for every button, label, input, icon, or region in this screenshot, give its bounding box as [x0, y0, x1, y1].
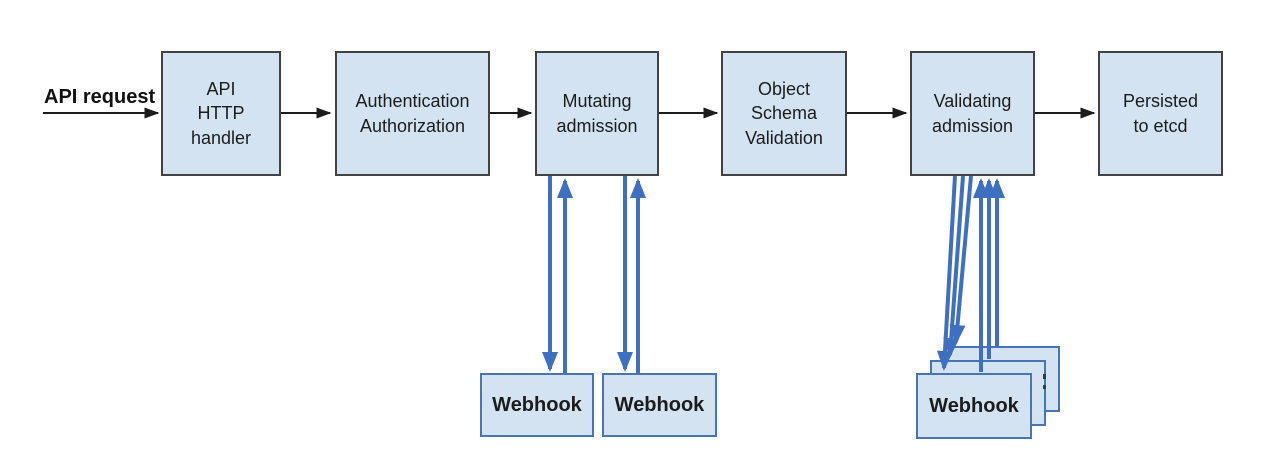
- node-api-http-handler: API HTTP handler: [161, 51, 281, 176]
- arrow-validating-to-webhook-down-3: [949, 175, 973, 345]
- api-request-label: API request: [44, 86, 156, 108]
- node-persisted-to-etcd: Persisted to etcd: [1098, 51, 1223, 176]
- arrow-validating-to-webhook-down-1: [936, 175, 957, 371]
- arrow-validating-to-webhook-down-2: [943, 175, 965, 358]
- node-api-http-handler-label: API HTTP handler: [190, 79, 252, 148]
- mutating-webhook-2: Webhook: [602, 373, 717, 437]
- mutating-webhook-1-label: Webhook: [492, 393, 582, 416]
- node-persisted-to-etcd-label: Persisted to etcd: [1122, 91, 1199, 136]
- validating-webhook-1-label: Webhook: [929, 394, 1019, 417]
- node-object-schema-validation-label: Object Schema Validation: [745, 79, 823, 148]
- mutating-webhook-2-label: Webhook: [614, 393, 705, 416]
- node-authentication-authorization: Authentication Authorization: [335, 51, 490, 176]
- validating-webhook-1: Webhook: [916, 373, 1032, 439]
- node-validating-admission-label: Validating admission: [931, 91, 1014, 136]
- node-authentication-authorization-label: Authentication Authorization: [355, 91, 470, 136]
- node-validating-admission: Validating admission: [910, 51, 1035, 176]
- node-object-schema-validation: Object Schema Validation: [721, 51, 847, 176]
- node-mutating-admission-label: Mutating admission: [556, 91, 638, 136]
- mutating-webhook-1: Webhook: [480, 373, 594, 437]
- node-mutating-admission: Mutating admission: [535, 51, 659, 176]
